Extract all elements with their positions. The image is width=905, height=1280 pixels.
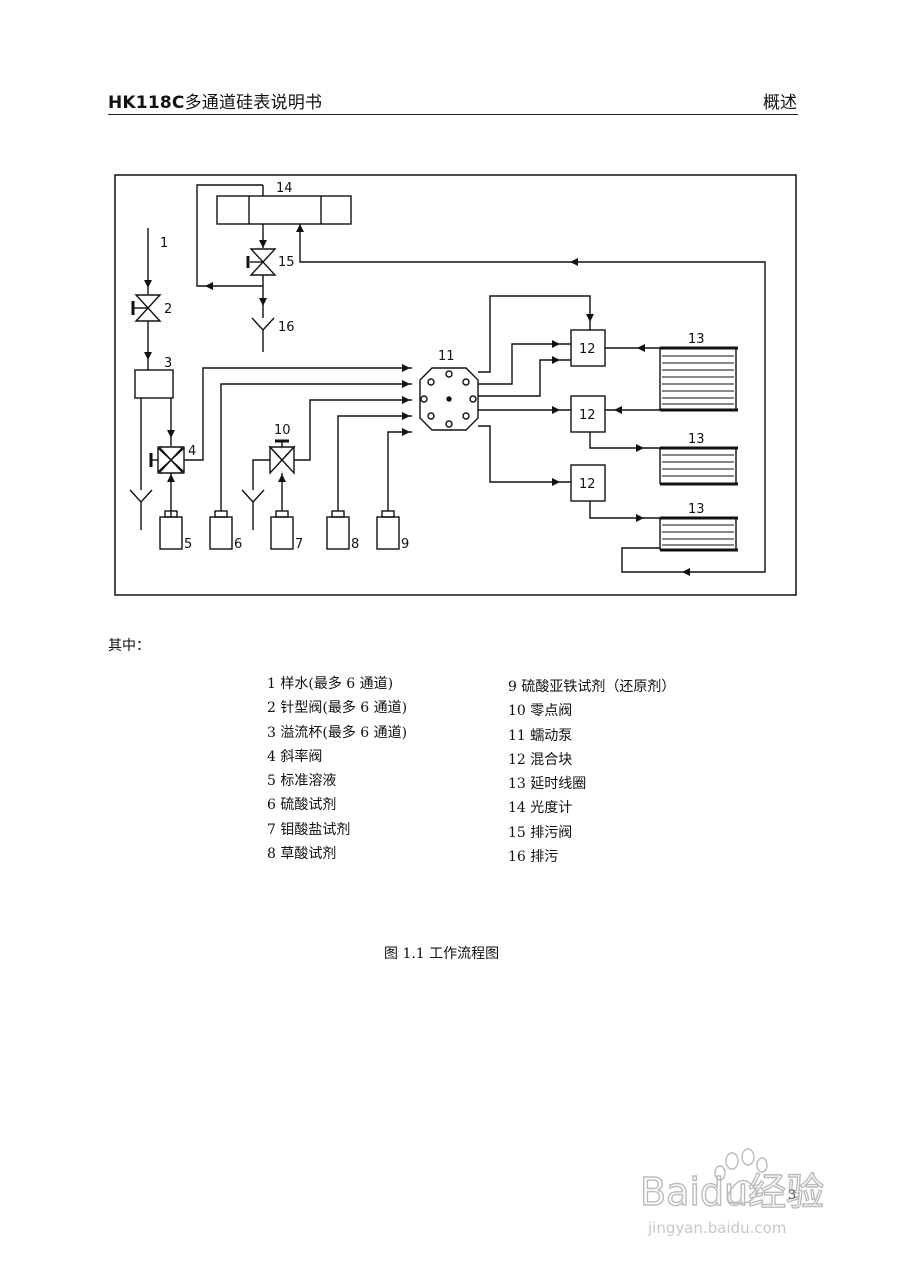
label-pump: 11 — [438, 349, 455, 364]
label-drain: 16 — [278, 320, 295, 335]
label-photometer: 14 — [276, 181, 293, 196]
delay-coil-1 — [659, 346, 738, 412]
label-standard-solution: 5 — [184, 537, 192, 552]
mixing-block-3 — [570, 464, 606, 502]
legend-item: 8 草酸试剂 — [267, 846, 337, 863]
page-number: 3 — [788, 1188, 797, 1203]
figure-caption: 图 1.1 工作流程图 — [384, 946, 500, 962]
bottle-reductant — [376, 510, 400, 550]
flow-arrows — [144, 224, 690, 576]
legend-item: 5 标准溶液 — [267, 773, 337, 790]
legend-item: 11 蠕动泵 — [508, 727, 573, 744]
header-title-text: 多通道硅表说明书 — [184, 93, 323, 113]
legend-item: 7 钼酸盐试剂 — [267, 821, 351, 838]
legend-item: 6 硫酸试剂 — [267, 797, 337, 814]
label-zero-valve: 10 — [274, 423, 291, 438]
mixing-block-2 — [570, 395, 606, 433]
legend-left-column: 1 样水(最多 6 通道) 2 针型阀(最多 6 通道) 3 溢流杯(最多 6 … — [267, 672, 407, 866]
bottle-oxalic — [326, 510, 350, 550]
watermark-url: jingyan.baidu.com — [647, 1219, 786, 1237]
legend-item: 1 样水(最多 6 通道) — [267, 676, 394, 692]
bottle-molybdate — [270, 510, 294, 550]
photometer — [216, 195, 352, 225]
slope-valve — [149, 446, 185, 474]
legend-item: 16 排污 — [508, 849, 559, 866]
label-overflow-cup: 3 — [164, 356, 172, 371]
label-molybdate: 7 — [295, 537, 303, 552]
drain-outlet — [251, 317, 275, 332]
legend-item: 3 溢流杯(最多 6 通道) — [267, 724, 408, 741]
legend-item: 2 针型阀(最多 6 通道) — [267, 700, 408, 717]
flow-diagram: 1 2 3 4 5 6 7 8 9 10 11 12 12 12 13 13 1… — [114, 174, 797, 596]
label-needle-valve: 2 — [164, 302, 172, 317]
label-oxalic-acid: 8 — [351, 537, 359, 552]
legend-item: 13 延时线圈 — [508, 776, 587, 793]
paw-icon — [714, 1148, 768, 1205]
bottle-standard — [159, 510, 183, 550]
watermark-brand: Baidu经验 — [640, 1170, 824, 1214]
legend-item: 14 光度计 — [508, 800, 573, 817]
overflow-cup — [134, 369, 174, 399]
legend-item: 12 混合块 — [508, 751, 573, 768]
needle-valve — [131, 294, 162, 322]
legend-intro: 其中： — [108, 638, 150, 654]
watermark: Baidu经验 jingyan.baidu.com — [640, 1148, 825, 1237]
label-sample-water: 1 — [160, 236, 168, 251]
header-divider — [108, 114, 798, 115]
legend-item: 9 硫酸亚铁试剂（还原剂） — [508, 679, 676, 695]
label-mixing-block-2: 12 — [579, 408, 596, 423]
peristaltic-pump — [419, 367, 479, 431]
header-code: HK118C — [108, 93, 185, 113]
label-drain-valve: 15 — [278, 255, 295, 270]
label-delay-coil-1: 13 — [688, 332, 705, 347]
header-section: 概述 — [763, 93, 797, 113]
zero-valve — [268, 439, 296, 475]
label-delay-coil-2: 13 — [688, 432, 705, 447]
legend-right-column: 9 硫酸亚铁试剂（还原剂） 10 零点阀 11 蠕动泵 12 混合块 13 延时… — [508, 675, 675, 869]
bottle-acid — [209, 510, 233, 550]
drain-valve — [246, 248, 277, 276]
delay-coil-3 — [659, 516, 738, 552]
legend-item: 15 排污阀 — [508, 824, 573, 841]
label-delay-coil-3: 13 — [688, 502, 705, 517]
label-slope-valve: 4 — [188, 444, 196, 459]
legend-item: 4 斜率阀 — [267, 748, 323, 765]
header-title: HK118C多通道硅表说明书 — [108, 88, 322, 113]
diagram-frame — [114, 174, 797, 596]
legend-item: 10 零点阀 — [508, 703, 573, 720]
label-mixing-block-3: 12 — [579, 477, 596, 492]
label-sulfuric-acid: 6 — [234, 537, 242, 552]
label-reductant: 9 — [401, 537, 409, 552]
label-mixing-block-1: 12 — [579, 342, 596, 357]
delay-coil-2 — [659, 446, 738, 486]
